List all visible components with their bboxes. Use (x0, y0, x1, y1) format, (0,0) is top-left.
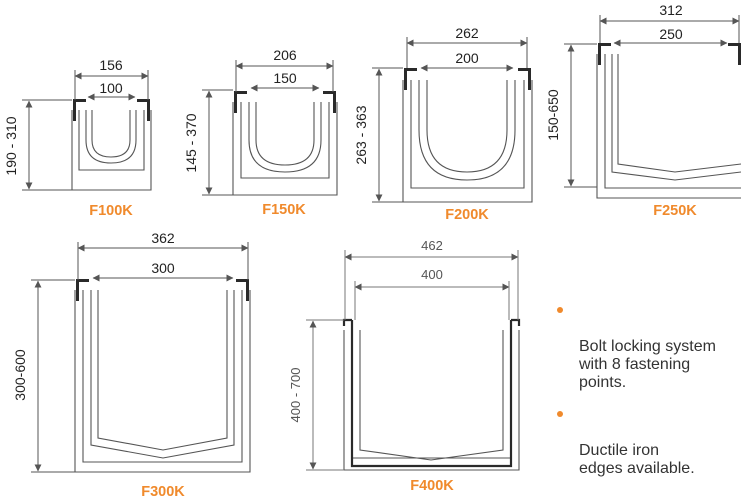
bullet-icon (557, 307, 563, 313)
channel-profile (596, 54, 742, 199)
model-label: F100K (89, 203, 133, 219)
height-range-label: 400 - 700 (288, 368, 303, 423)
model-f150k: 206 150 145 - 370 F150K (183, 47, 338, 218)
outer-width-label: 362 (151, 230, 175, 246)
channel-profile (232, 102, 338, 196)
ductile-edges (73, 99, 150, 121)
outer-width-label: 312 (659, 2, 683, 18)
ductile-edges (404, 68, 531, 90)
channel-profile (343, 330, 520, 471)
height-range-label: 190 - 310 (3, 116, 19, 175)
feature-item: Bolt locking system with 8 fastening poi… (557, 302, 745, 392)
outer-width-label: 262 (455, 25, 479, 41)
ductile-iron-frame (342, 318, 521, 468)
inner-width-label: 100 (99, 80, 123, 96)
channel-profile (74, 290, 251, 473)
bullet-icon (557, 411, 563, 417)
height-range-label: 145 - 370 (183, 113, 199, 172)
height-range-label: 150-650 (545, 89, 561, 141)
model-f300k: 362 300 300-600 F300K (12, 230, 251, 500)
model-label: F150K (262, 202, 306, 218)
feature-list: Bolt locking system with 8 fastening poi… (557, 302, 745, 492)
inner-width-label: 200 (455, 50, 479, 66)
ductile-edges (76, 279, 249, 301)
outer-width-label: 206 (273, 47, 297, 63)
model-f250k: 312 250 150-650 F250K (545, 2, 742, 219)
model-label: F250K (653, 203, 697, 219)
ductile-edges (234, 91, 336, 113)
channel-profile (71, 110, 152, 191)
channel-profile (402, 80, 533, 203)
model-f100k: 156 100 190 - 310 F100K (3, 57, 152, 219)
outer-width-label: 156 (99, 57, 123, 73)
model-label: F400K (410, 478, 454, 494)
model-label: F300K (141, 484, 185, 500)
model-f400k: 462 400 400 - 700 F400K (288, 238, 521, 494)
height-range-label: 263 - 363 (353, 105, 369, 164)
inner-width-label: 150 (273, 70, 297, 86)
height-range-label: 300-600 (12, 349, 28, 401)
inner-width-label: 300 (151, 260, 175, 276)
feature-text: Ductile iron edges available. (579, 442, 695, 477)
model-f200k: 262 200 263 - 363 F200K (353, 25, 533, 223)
outer-width-label: 462 (421, 238, 443, 253)
inner-width-label: 400 (421, 267, 443, 282)
model-label: F200K (445, 207, 489, 223)
feature-text: Bolt locking system with 8 fastening poi… (579, 338, 716, 391)
inner-width-label: 250 (659, 26, 683, 42)
feature-item: Ductile iron edges available. (557, 406, 745, 478)
ductile-edges (598, 43, 741, 65)
